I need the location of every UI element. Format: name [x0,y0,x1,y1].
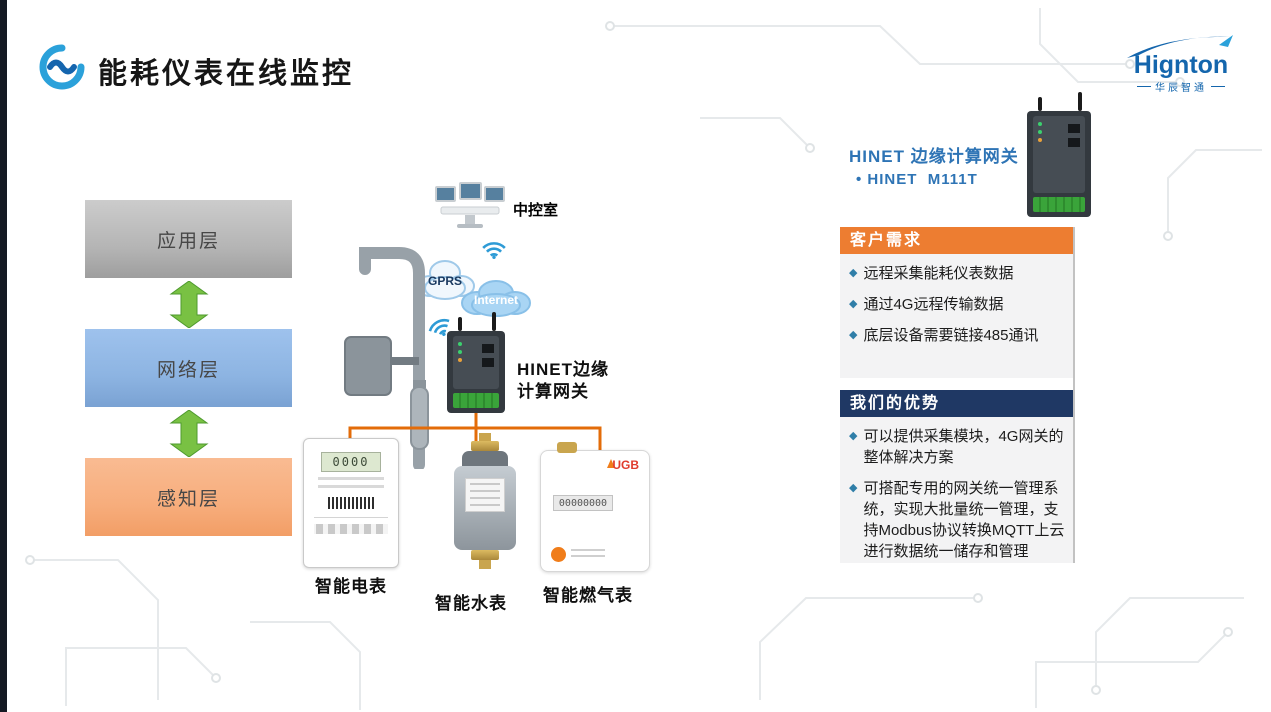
page-title: 能耗仪表在线监控 [98,58,355,90]
list-item: ◆ 底层设备需要链接485通讯 [849,325,1066,346]
pipe-fitting [479,560,491,569]
flame-icon [607,459,615,468]
brass-nut [471,550,499,560]
wifi-icon [482,242,506,259]
device-front-panel [1033,116,1085,193]
wifi-icon [428,319,450,337]
our-advantages-list: ◆ 可以提供采集模块，4G网关的整体解决方案 ◆ 可搭配专用的网关统一管理系统，… [840,417,1074,563]
meter-lcd: 0000 [321,452,381,472]
gateway-label: HINET边缘 计算网关 [517,360,609,401]
gas-inlet-pipe [557,442,577,453]
meter-terminals [314,517,388,536]
gas-meter-image: UGB 00000000 [540,442,650,572]
left-edge-strip [0,0,7,712]
product-model: • HINET M111T [856,171,978,188]
bullet-text: 可以提供采集模块，4G网关的整体解决方案 [863,428,1064,466]
bullet-diamond-icon: ◆ [849,482,858,494]
gateway-device-image [447,312,505,413]
bullet-text: 底层设备需要链接485通讯 [863,327,1039,344]
section-header-our-advantages: 我们的优势 [840,390,1074,417]
internet-cloud: Internet [461,280,531,317]
meter-text-lines [318,477,384,491]
gas-meter-label: 智能燃气表 [543,586,633,605]
layer-box-perception: 感知层 [85,458,292,536]
gas-brand-label: UGB [612,458,639,472]
logo-text: Hignton [1133,51,1229,79]
device-antennas [1027,92,1091,111]
list-item: ◆ 可搭配专用的网关统一管理系统，实现大批量统一管理，支持Modbus协议转换M… [849,478,1066,562]
gateway-terminal-block [453,393,499,408]
layer-box-network: 网络层 [85,329,292,407]
device-body [1027,111,1091,217]
water-meter-label: 智能水表 [435,594,507,613]
bullet-diamond-icon: ◆ [849,329,858,341]
bullet-text: 通过4G远程传输数据 [863,296,1004,313]
control-room-label: 中控室 [513,202,559,219]
section-header-customer-needs: 客户需求 [840,227,1074,254]
logo-swoosh-icon [1127,35,1233,58]
double-arrow-icon [169,410,209,457]
network-diagram-panel: 中控室 GPRS Internet [297,173,672,613]
layer-label: 应用层 [156,230,220,252]
meter-lcd: 00000000 [553,495,613,511]
barcode [328,497,374,509]
layer-label: 感知层 [156,488,220,510]
list-item: ◆ 可以提供采集模块，4G网关的整体解决方案 [849,426,1066,468]
layer-box-application: 应用层 [85,200,292,278]
antenna-icon [492,312,496,331]
electric-meter-image: 0000 [303,438,399,568]
bullet-diamond-icon: ◆ [849,267,858,279]
antenna-icon [1038,97,1042,111]
bullet-diamond-icon: ◆ [849,298,858,310]
water-meter-image [449,433,521,569]
meter-cap [462,451,508,466]
logo-rule-left [1137,86,1151,87]
list-item: ◆ 远程采集能耗仪表数据 [849,263,1066,284]
meter-body [454,466,516,550]
bullet-diamond-icon: ◆ [849,430,858,442]
hinet-m111t-device-image [1027,92,1091,219]
control-room-monitors-image [435,182,505,228]
title-swirl-icon [39,44,85,90]
gprs-cloud: GPRS [416,260,475,300]
hignton-logo: Hignton 华辰智通 [1120,34,1242,94]
gateway-front-panel [453,336,499,389]
gprs-label: GPRS [428,274,462,288]
logo-subtext: 华辰智通 [1155,83,1207,94]
brass-nut [471,441,499,451]
logo-subtitle-row: 华辰智通 [1120,79,1242,94]
sticker-text-lines [470,483,500,507]
section-right-divider [1073,227,1075,563]
sensor-pole-image [344,247,429,469]
meter-sticker [465,478,505,512]
gateway-antennas [447,312,505,331]
gas-logo-icon [551,547,566,562]
antenna-icon [1078,92,1082,111]
meter-text-lines [571,549,605,561]
electric-meter-label: 智能电表 [315,577,387,596]
bullet-text: 远程采集能耗仪表数据 [863,265,1014,282]
antenna-icon [458,317,462,331]
list-item: ◆ 通过4G远程传输数据 [849,294,1066,315]
customer-needs-list: ◆ 远程采集能耗仪表数据 ◆ 通过4G远程传输数据 ◆ 底层设备需要链接485通… [840,254,1074,378]
double-arrow-icon [169,281,209,328]
pipe-fitting [479,433,491,441]
logo-rule-right [1211,86,1225,87]
product-title: HINET 边缘计算网关 [849,147,1019,166]
layer-label: 网络层 [156,359,220,381]
bullet-text: 可搭配专用的网关统一管理系统，实现大批量统一管理，支持Modbus协议转换MQT… [863,480,1065,560]
internet-label: Internet [474,293,518,307]
device-terminal-block [1033,197,1085,212]
gateway-body [447,331,505,413]
